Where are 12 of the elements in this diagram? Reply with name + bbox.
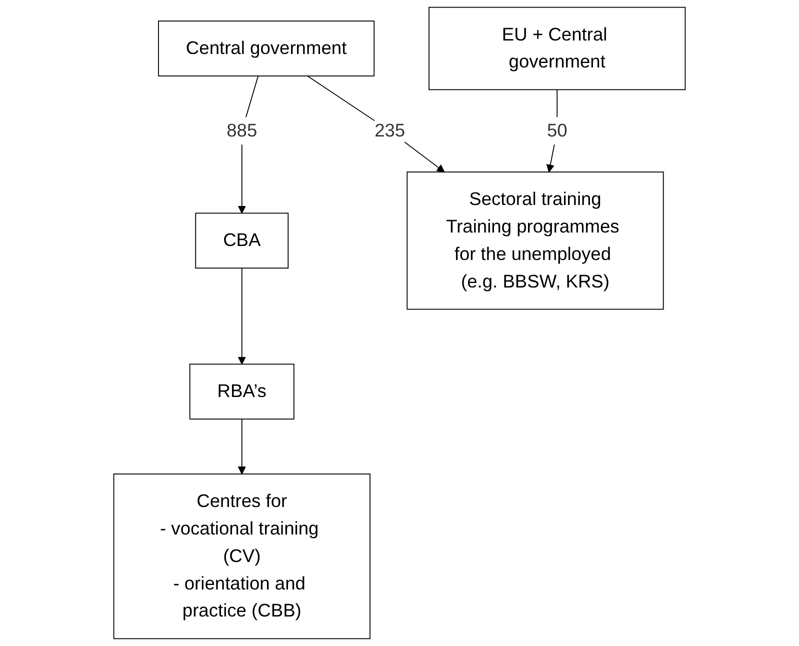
edge-label: 235 <box>374 120 406 141</box>
node-box: RBA’s <box>189 364 294 420</box>
arrow <box>238 418 246 474</box>
node-box: Sectoral training Training programmes for the unemployed (e.g. BBSW, KRS) <box>406 172 664 310</box>
node-box: EU + Central government <box>428 6 686 90</box>
edge-label: 885 <box>226 120 258 141</box>
arrow <box>307 75 445 172</box>
arrow <box>238 268 246 365</box>
node-box: Centres for - vocational training (CV) - orientation and practice (CBB) <box>113 474 370 640</box>
edge-label: 50 <box>546 120 568 141</box>
node-box: CBA <box>195 212 289 269</box>
node-box: Central government <box>158 20 375 76</box>
